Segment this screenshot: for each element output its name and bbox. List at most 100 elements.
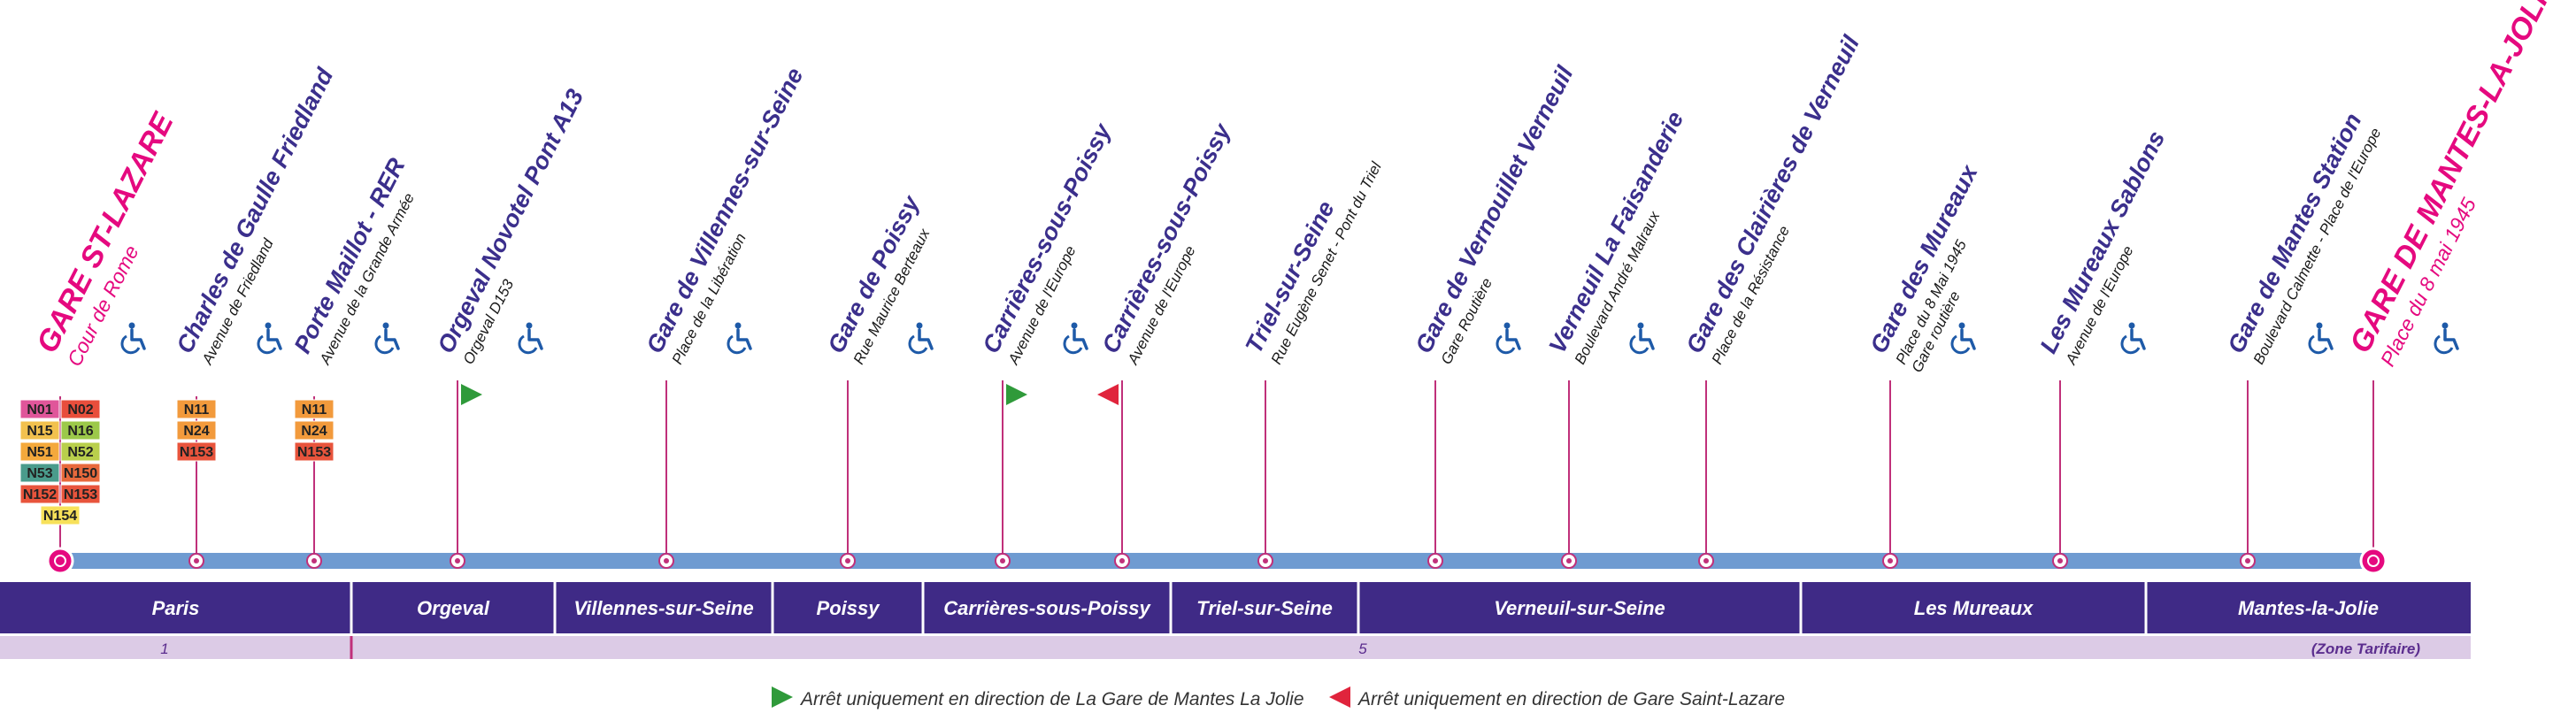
route-line [58, 553, 2372, 569]
wheelchair-icon-wheel [1950, 334, 1971, 355]
night-line-badge [19, 399, 60, 419]
stop-marker-center [455, 558, 460, 564]
stop-marker-center [1888, 558, 1893, 564]
terminus-marker-ring [54, 555, 66, 567]
terminus-marker [46, 547, 74, 575]
night-line-badge [294, 441, 334, 462]
wheelchair-icon-body [384, 328, 400, 350]
night-line-badge-label: N52 [67, 445, 93, 460]
night-line-badge [176, 441, 217, 462]
zone-label: Orgeval [417, 597, 490, 619]
legend-green-flag-icon [772, 686, 793, 708]
wheelchair-icon-body [1073, 328, 1088, 350]
wheelchair-icon-wheel [518, 334, 538, 355]
wheelchair-icon [1063, 322, 1088, 355]
night-line-badge-label: N15 [27, 424, 52, 439]
wheelchair-icon [2308, 322, 2334, 355]
wheelchair-icon [727, 322, 752, 355]
wheelchair-icon-body [2443, 328, 2459, 350]
wheelchair-icon [908, 322, 934, 355]
stop-marker-center [194, 558, 199, 564]
stop-marker-center [311, 558, 317, 564]
green-direction-flag-icon [461, 384, 482, 405]
wheelchair-icon-head [916, 322, 923, 329]
zone-label: Triel-sur-Seine [1196, 597, 1333, 619]
wheelchair-icon-head [2128, 322, 2135, 329]
terminus-marker-ring [2367, 555, 2380, 567]
night-line-badge-label: N152 [23, 487, 57, 502]
stop-name: Gare de Mantes Station [2222, 109, 2366, 357]
wheelchair-icon-head [128, 322, 135, 329]
wheelchair-icon [2120, 322, 2146, 355]
night-line-badge-label: N01 [27, 402, 52, 418]
accessibility-icons [120, 322, 2459, 355]
night-line-badge [19, 441, 60, 462]
zone-label: Poissy [817, 597, 881, 619]
night-line-badge-label: N154 [43, 509, 77, 524]
legend-red-text: Arrêt uniquement en direction de Gare Sa… [1357, 689, 1785, 709]
legend-red-flag-icon [1329, 686, 1350, 708]
wheelchair-icon-body [918, 328, 934, 350]
stop-marker-center [2245, 558, 2250, 564]
wheelchair-icon-wheel [727, 334, 747, 355]
red-direction-flag-icon [1097, 384, 1119, 405]
legend-green-text: Arrêt uniquement en direction de La Gare… [799, 689, 1304, 709]
night-line-badge-label: N11 [302, 402, 327, 418]
wheelchair-icon [518, 322, 543, 355]
wheelchair-icon-body [266, 328, 282, 350]
night-line-badge-label: N153 [180, 445, 213, 460]
wheelchair-icon [1950, 322, 1976, 355]
night-line-badge-label: N16 [67, 424, 93, 439]
wheelchair-icon-wheel [2308, 334, 2328, 355]
night-line-badge-label: N24 [183, 424, 209, 439]
zone-band [0, 582, 2471, 633]
wheelchair-icon-head [2441, 322, 2449, 329]
night-line-badge-label: N53 [27, 466, 52, 481]
stop-name: Gare de Villennes-sur-Seine [641, 64, 808, 357]
stop-name: Verneuil La Faisanderie [1543, 107, 1688, 357]
night-line-badge-label: N153 [64, 487, 97, 502]
night-line-badge [294, 420, 334, 441]
stop-marker-center [1566, 558, 1572, 564]
wheelchair-icon-body [130, 328, 146, 350]
wheelchair-icon-head [265, 322, 272, 329]
wheelchair-icon-body [1960, 328, 1976, 350]
zone-label: Villennes-sur-Seine [573, 597, 753, 619]
stop-name: Les Mureaux Sablons [2034, 126, 2170, 357]
wheelchair-icon-head [526, 322, 533, 329]
stop-name: Carrières-sous-Poissy [1096, 118, 1236, 357]
stop-marker-center [2057, 558, 2063, 564]
wheelchair-icon-body [2318, 328, 2334, 350]
night-line-badge [19, 484, 60, 504]
fare-zone-1: 1 [160, 640, 168, 657]
wheelchair-icon-body [736, 328, 752, 350]
stop-marker-center [1263, 558, 1268, 564]
wheelchair-icon-wheel [257, 334, 277, 355]
wheelchair-icon-head [1503, 322, 1511, 329]
night-line-badge [40, 505, 81, 525]
wheelchair-icon [1629, 322, 1655, 355]
wheelchair-icon-head [734, 322, 742, 329]
stop-name: Carrières-sous-Poissy [977, 118, 1117, 357]
night-line-badge [60, 441, 101, 462]
stop-marker-center [1000, 558, 1005, 564]
wheelchair-icon-wheel [120, 334, 141, 355]
fare-zone-label: (Zone Tarifaire) [2311, 640, 2420, 657]
night-line-badge-label: N153 [297, 445, 331, 460]
night-line-badge [176, 420, 217, 441]
wheelchair-icon-head [1637, 322, 1644, 329]
wheelchair-icon-head [382, 322, 389, 329]
terminus-marker [2359, 547, 2388, 575]
zone-label: Paris [152, 597, 200, 619]
